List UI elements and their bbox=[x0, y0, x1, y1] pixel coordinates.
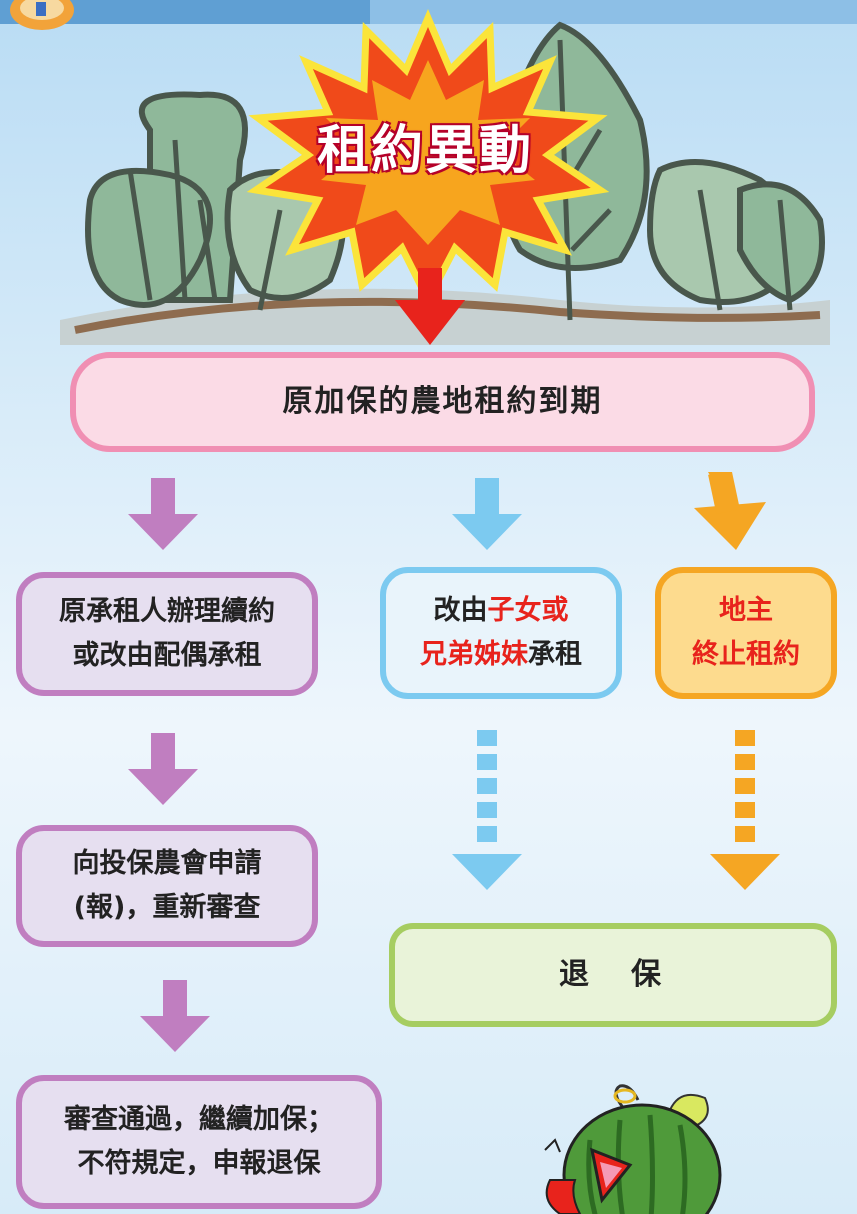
trees-illustration bbox=[60, 9, 830, 345]
children-line2: 兄弟姊妹承租 bbox=[420, 633, 582, 677]
purple-arrow-icon bbox=[128, 478, 198, 550]
review-result-line2: 不符規定，申報退保 bbox=[77, 1148, 321, 1179]
main-node-lease-expired: 原加保的農地租約到期 bbox=[70, 352, 815, 452]
purple-arrow-icon bbox=[128, 733, 198, 805]
children-siblings-node: 改由子女或 兄弟姊妹承租 bbox=[380, 567, 622, 699]
apply-review-line1: 向投保農會申請 bbox=[72, 848, 262, 879]
diagram-title: 租約異動 bbox=[316, 121, 533, 181]
review-result-node: 審查通過，繼續加保； 不符規定，申報退保 bbox=[16, 1075, 382, 1209]
renew-lease-line1: 原承租人辦理續約 bbox=[59, 596, 275, 627]
apply-review-line2: (報)，重新審查 bbox=[73, 892, 261, 923]
withdraw-insurance-node: 退 保 bbox=[389, 923, 837, 1027]
orange-arrow-icon bbox=[694, 472, 766, 550]
landlord-line2: 終止租約 bbox=[692, 639, 800, 670]
blue-arrow-icon bbox=[452, 478, 522, 550]
watermelon-mascot-icon bbox=[544, 1084, 722, 1214]
orange-dashed-arrow-icon bbox=[710, 730, 780, 890]
corner-badge-icon bbox=[10, 0, 74, 30]
review-result-line1: 審查通過，繼續加保； bbox=[64, 1104, 334, 1135]
apply-review-node: 向投保農會申請 (報)，重新審查 bbox=[16, 825, 318, 947]
blue-dashed-arrow-icon bbox=[452, 730, 522, 890]
landlord-line1: 地主 bbox=[719, 595, 773, 626]
children-line2-a: 兄弟姊妹 bbox=[420, 639, 528, 670]
children-line1-a: 改由 bbox=[433, 595, 488, 626]
landlord-terminate-node: 地主 終止租約 bbox=[655, 567, 837, 699]
renew-lease-node: 原承租人辦理續約 或改由配偶承租 bbox=[16, 572, 318, 696]
red-down-arrow-icon bbox=[395, 268, 465, 345]
children-line2-b: 承租 bbox=[528, 639, 582, 670]
top-banner-highlight bbox=[370, 0, 857, 24]
children-line1: 改由子女或 bbox=[420, 589, 582, 633]
purple-arrow-icon bbox=[140, 980, 210, 1052]
children-line1-b: 子女或 bbox=[487, 595, 569, 626]
renew-lease-line2: 或改由配偶承租 bbox=[72, 640, 262, 671]
